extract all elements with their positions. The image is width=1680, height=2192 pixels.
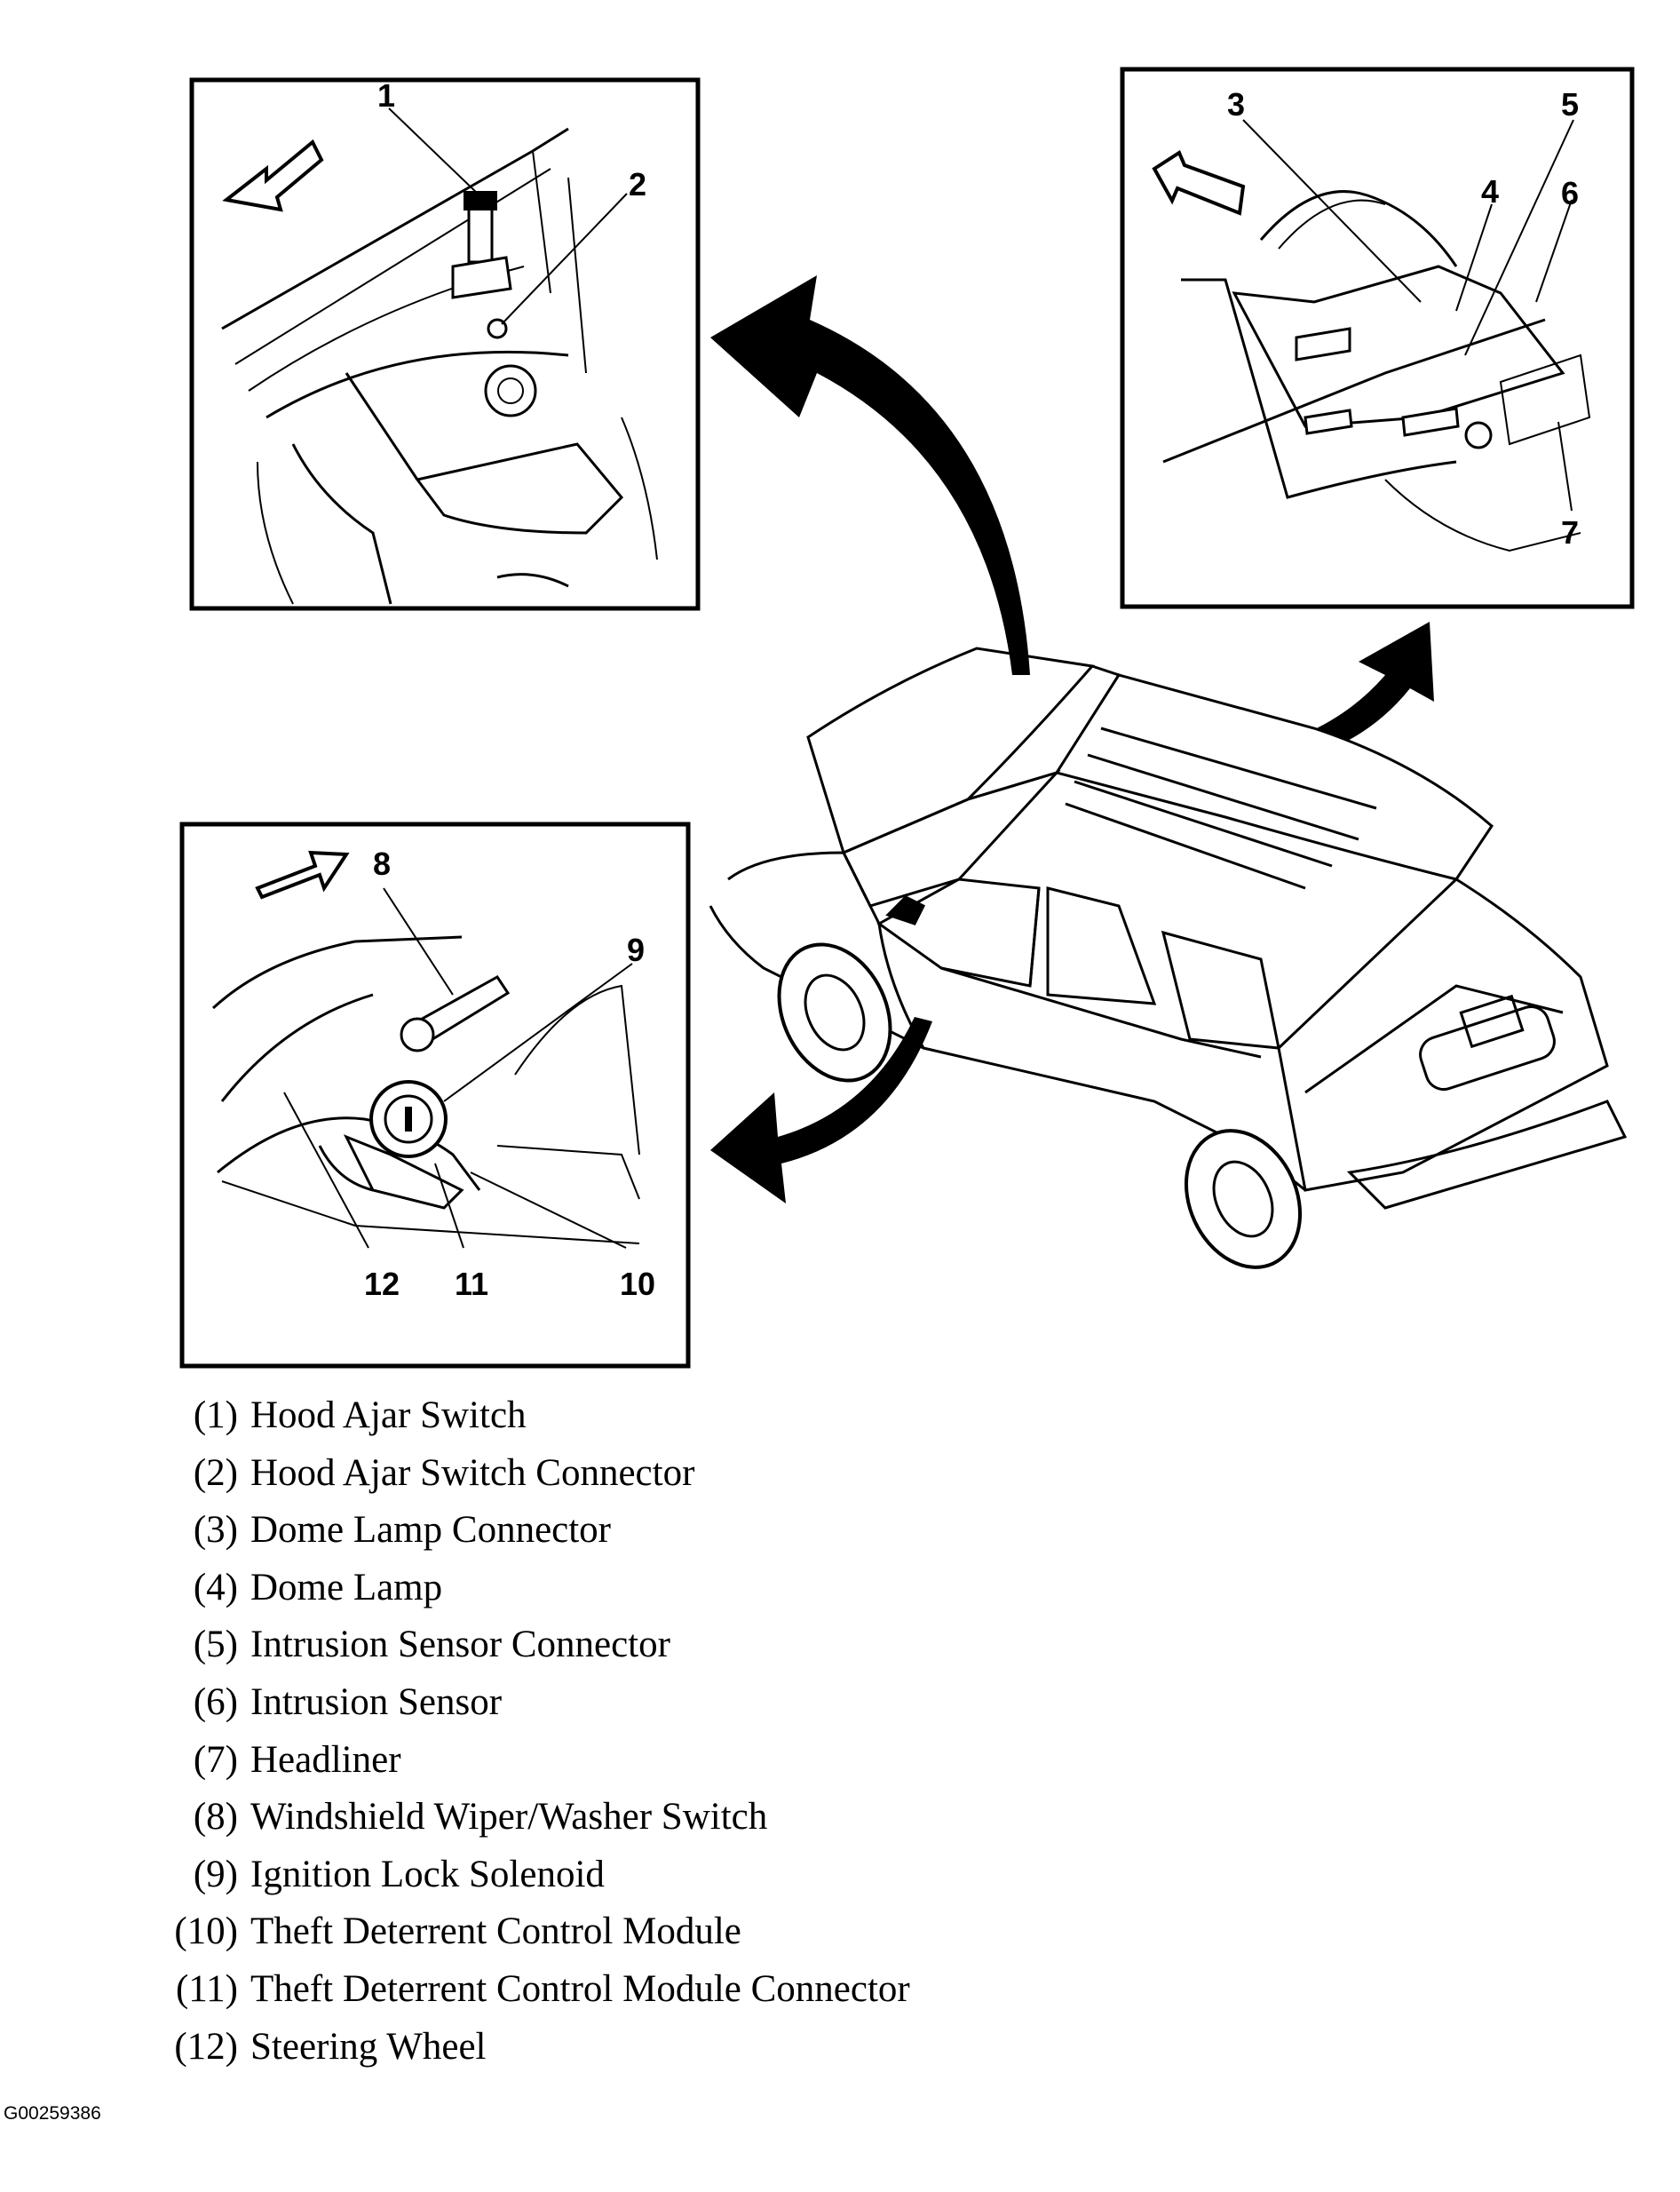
inset-steering-column: 8 9 10 11 12	[179, 822, 691, 1369]
legend-label: Intrusion Sensor Connector	[250, 1624, 670, 1666]
legend-label: Headliner	[250, 1738, 401, 1781]
legend-label: Hood Ajar Switch Connector	[250, 1451, 695, 1494]
legend-number: (4)	[193, 1566, 238, 1608]
legend-item: (11) Theft Deterrent Control Module Conne…	[156, 1961, 910, 2019]
legend-label: Intrusion Sensor	[250, 1680, 503, 1723]
legend-label: Theft Deterrent Control Module Connector	[250, 1967, 910, 2010]
legend-item: (8) Windshield Wiper/Washer Switch	[156, 1789, 910, 1847]
callout-6: 6	[1561, 175, 1579, 211]
legend-item: (5) Intrusion Sensor Connector	[156, 1616, 910, 1674]
legend-label: Dome Lamp	[250, 1566, 443, 1608]
legend-number: (9)	[193, 1853, 238, 1895]
legend-number: (1)	[193, 1394, 238, 1436]
callout-7: 7	[1561, 514, 1579, 551]
arrow-to-roof-icon	[1234, 622, 1434, 768]
legend-item: (7) Headliner	[156, 1732, 910, 1790]
legend-number: (11)	[175, 1967, 238, 2010]
legend-number: (5)	[193, 1624, 238, 1666]
callout-10: 10	[620, 1266, 655, 1302]
legend-item: (9) Ignition Lock Solenoid	[156, 1847, 910, 1904]
forward-arrow-icon	[255, 850, 350, 900]
callout-12: 12	[364, 1266, 400, 1302]
legend-item: (1) Hood Ajar Switch	[156, 1387, 910, 1445]
legend-label: Steering Wheel	[250, 2025, 487, 2068]
forward-arrow-icon	[1152, 150, 1246, 216]
legend-label: Ignition Lock Solenoid	[250, 1853, 605, 1895]
legend-number: (6)	[193, 1680, 238, 1723]
legend-item: (6) Intrusion Sensor	[156, 1674, 910, 1732]
figure-id: G00259386	[4, 2103, 101, 2124]
callout-1: 1	[377, 77, 395, 114]
legend-item: (12) Steering Wheel	[156, 2019, 910, 2077]
legend-item: (2) Hood Ajar Switch Connector	[156, 1445, 910, 1503]
legend-label: Dome Lamp Connector	[250, 1509, 612, 1552]
callout-8: 8	[373, 846, 391, 882]
forward-arrow-icon	[222, 139, 324, 212]
callout-9: 9	[627, 932, 645, 968]
callout-2: 2	[629, 166, 646, 203]
legend-number: (2)	[193, 1451, 238, 1494]
vehicle-illustration	[709, 647, 1628, 1269]
legend-item: (3) Dome Lamp Connector	[156, 1502, 910, 1560]
legend-label: Windshield Wiper/Washer Switch	[250, 1796, 768, 1839]
arrow-to-steering-icon	[710, 1017, 932, 1203]
inset-roof: 3 4 5 6 7	[1120, 67, 1635, 609]
legend-label: Hood Ajar Switch	[250, 1394, 527, 1436]
legend-item: (4) Dome Lamp	[156, 1560, 910, 1617]
arrow-to-hood-icon	[710, 275, 1030, 675]
legend-number: (3)	[193, 1509, 238, 1552]
inset-steering-frame	[179, 822, 691, 1369]
inset-hood-frame	[189, 77, 701, 611]
legend-number: (8)	[193, 1796, 238, 1839]
callout-11: 11	[455, 1266, 488, 1302]
callout-3: 3	[1227, 86, 1245, 123]
pointer-arrows	[710, 275, 1434, 1203]
legend-list: (1) Hood Ajar Switch (2) Hood Ajar Switch …	[156, 1387, 910, 2077]
inset-roof-frame	[1120, 67, 1635, 609]
callout-5: 5	[1561, 86, 1579, 123]
legend-number: (10)	[174, 1910, 238, 1953]
legend-number: (7)	[193, 1738, 238, 1781]
legend-label: Theft Deterrent Control Module	[250, 1910, 741, 1953]
callout-4: 4	[1481, 173, 1499, 210]
inset-hood: 1 2	[189, 77, 701, 611]
legend-number: (12)	[174, 2025, 238, 2068]
legend-item: (10) Theft Deterrent Control Module	[156, 1903, 910, 1961]
